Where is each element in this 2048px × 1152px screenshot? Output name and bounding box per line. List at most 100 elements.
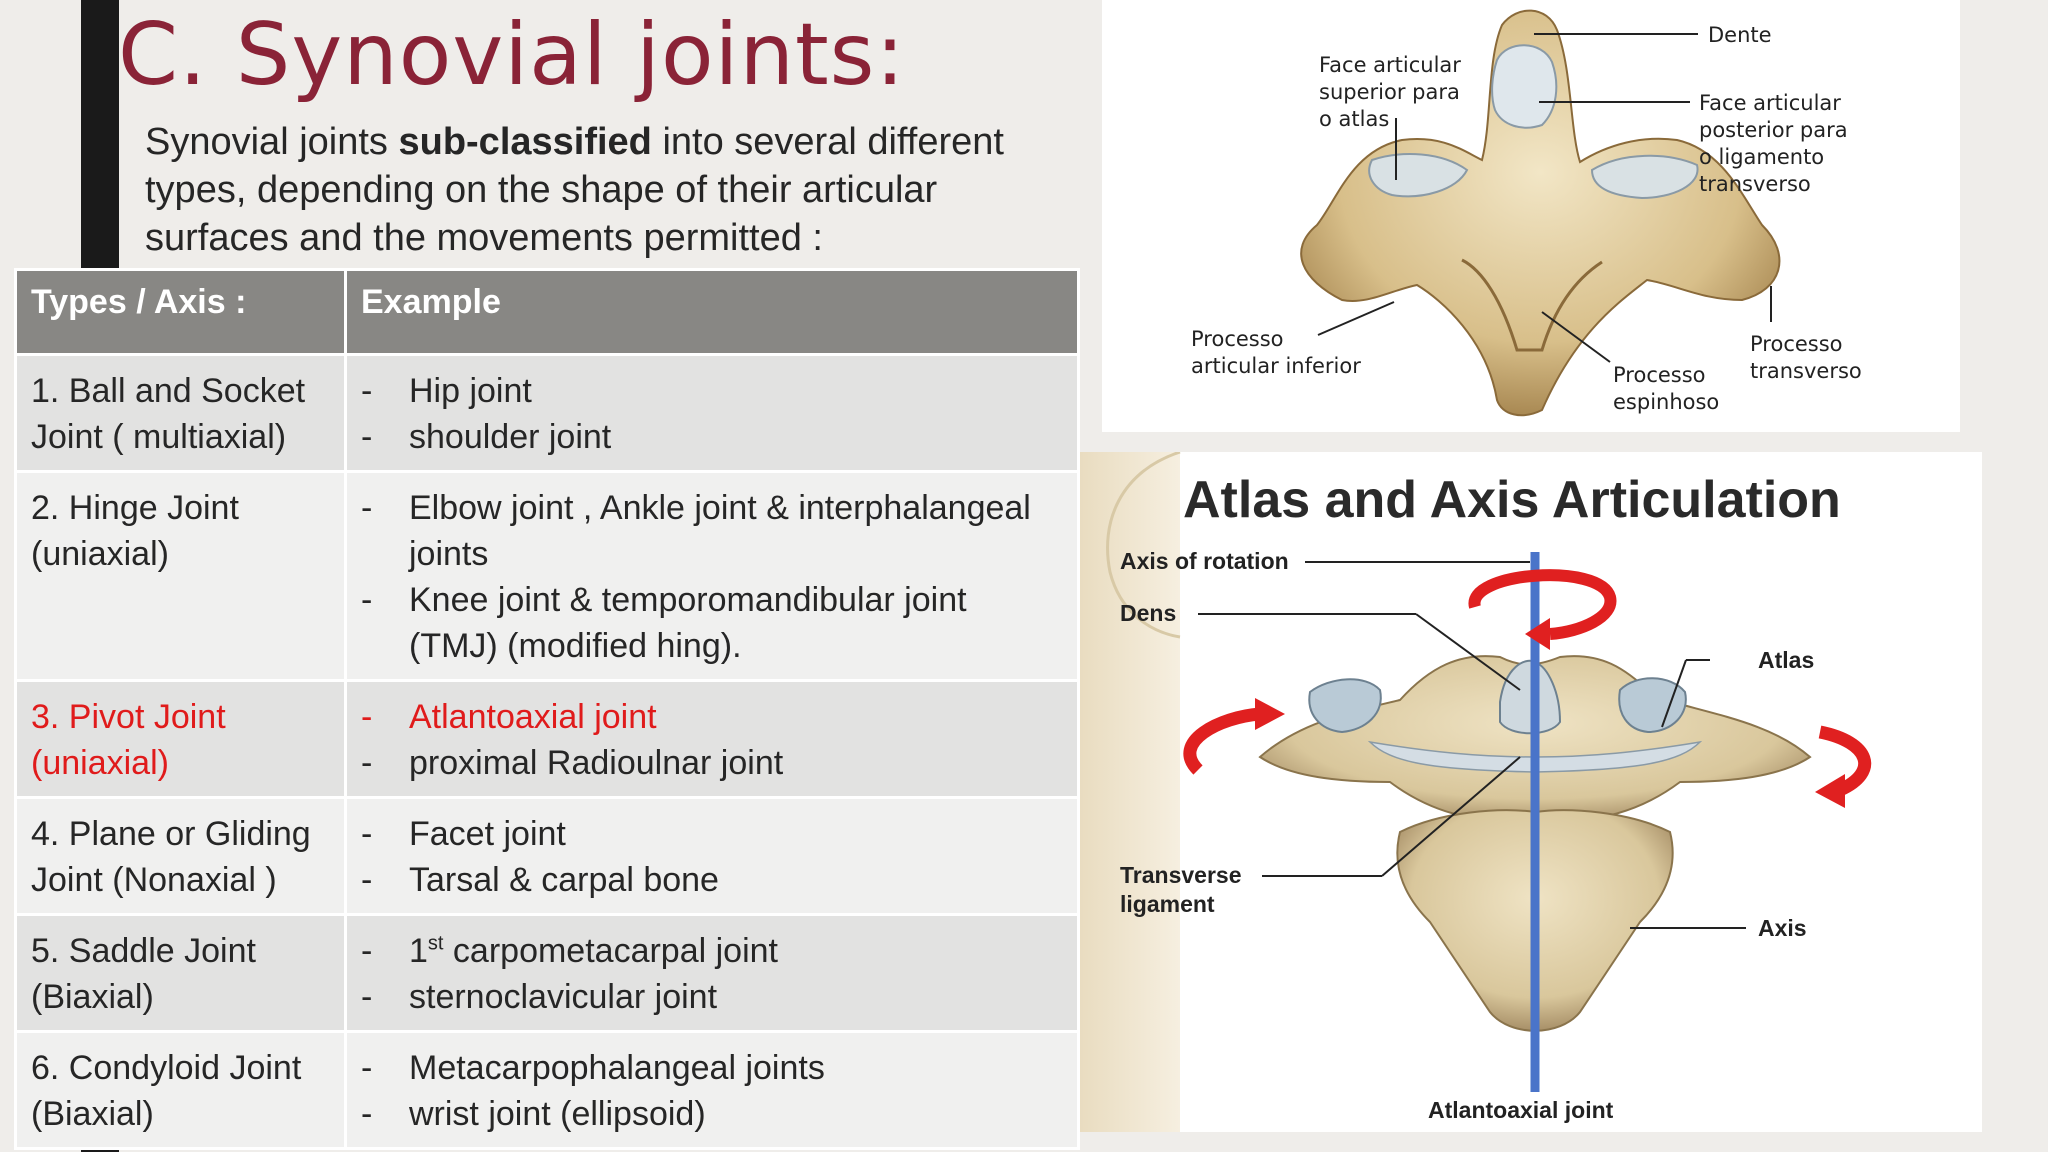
example-cell: -1st carpometacarpal joint -sternoclavic…: [344, 913, 1080, 1033]
example-text: Hip joint: [409, 372, 532, 410]
example-text: Metacarpophalangeal joints: [409, 1049, 825, 1087]
atlas-axis-drawing: Atlas and Axis Articulation: [1080, 452, 1872, 1132]
label-dens: Dens: [1120, 600, 1176, 626]
dash: -: [361, 861, 373, 899]
label-proc-esp-1: Processo: [1613, 363, 1706, 387]
example-cell: -Metacarpophalangeal joints -wrist joint…: [344, 1030, 1080, 1150]
table-row-highlighted: 3. Pivot Joint (uniaxial) -Atlantoaxial j…: [14, 679, 1080, 799]
axis-vertebra-figure: Dente Face articular superior para o atl…: [1102, 0, 1960, 432]
label-face-post-2: posterior para: [1699, 118, 1848, 142]
intro-pre: Synovial joints: [145, 121, 399, 163]
example-item: -sternoclavicular joint: [361, 974, 1063, 1020]
type-name: 1. Ball and Socket: [31, 372, 306, 410]
type-cell: 6. Condyloid Joint (Biaxial): [14, 1030, 347, 1150]
label-face-sup-1: Face articular: [1319, 53, 1461, 77]
example-text: Atlantoaxial joint: [409, 698, 657, 736]
label-transverse-2: ligament: [1120, 891, 1215, 917]
header-example: Example: [344, 268, 1080, 356]
label-transverse-1: Transverse: [1120, 862, 1241, 888]
example-item: -Elbow joint , Ankle joint & interphalan…: [361, 485, 1063, 577]
page-title: C. Synovial joints:: [118, 5, 906, 105]
type-axis: (uniaxial): [31, 535, 169, 573]
example-cell: -Hip joint -shoulder joint: [344, 353, 1080, 473]
dash: -: [361, 489, 373, 527]
atlas-leader-lines: [1198, 561, 1746, 929]
type-cell: 3. Pivot Joint (uniaxial): [14, 679, 347, 799]
intro-bold: sub-classified: [398, 121, 652, 163]
label-atlas: Atlas: [1758, 647, 1814, 673]
axis-vertebra-drawing: Dente Face articular superior para o atl…: [1191, 9, 1862, 417]
rotation-arrow-left: [1183, 698, 1285, 775]
axis-leader-lines: [1317, 33, 1772, 363]
table-row: 6. Condyloid Joint (Biaxial) -Metacarpoph…: [14, 1030, 1080, 1150]
intro-text: Synovial joints sub-classified into seve…: [145, 118, 1075, 262]
type-cell: 2. Hinge Joint(uniaxial): [14, 470, 347, 682]
dash: -: [361, 932, 373, 970]
example-text: Knee joint & temporomandibular joint (TM…: [409, 581, 967, 665]
rotation-arrow-top: [1468, 569, 1617, 650]
example-item: -Facet joint: [361, 811, 1063, 857]
accent-bar-top: [81, 0, 119, 268]
intro-post: into several different types, depending …: [145, 121, 1004, 259]
header-types: Types / Axis :: [14, 268, 347, 356]
type-axis: (Biaxial): [31, 978, 154, 1016]
example-cell: -Elbow joint , Ankle joint & interphalan…: [344, 470, 1080, 682]
example-text: proximal Radioulnar joint: [409, 744, 784, 782]
table-row: 5. Saddle Joint(Biaxial) -1st carpometac…: [14, 913, 1080, 1033]
atlas-figure-title: Atlas and Axis Articulation: [1183, 471, 1841, 529]
example-item: -Hip joint: [361, 368, 1063, 414]
label-dente: Dente: [1708, 23, 1772, 47]
label-atlantoaxial-joint: Atlantoaxial joint: [1428, 1097, 1614, 1123]
example-text: carpometacarpal joint: [443, 932, 778, 970]
example-text: sternoclavicular joint: [409, 978, 718, 1016]
example-item: -proximal Radioulnar joint: [361, 740, 1063, 786]
example-item: -Knee joint & temporomandibular joint (T…: [361, 577, 1063, 669]
label-face-sup-3: o atlas: [1319, 107, 1389, 131]
label-proc-esp-2: espinhoso: [1613, 390, 1719, 414]
example-item-highlighted: -Atlantoaxial joint: [361, 694, 1063, 740]
dash: -: [361, 744, 373, 782]
example-text: Facet joint: [409, 815, 566, 853]
side-panel: [1080, 452, 1180, 1132]
rotation-arrow-right: [1815, 725, 1872, 808]
example-text: shoulder joint: [409, 418, 612, 456]
type-axis: Joint ( multiaxial): [31, 418, 287, 456]
type-axis: (Biaxial): [31, 1095, 154, 1133]
dash: -: [361, 1095, 373, 1133]
side-panel-curve: [1106, 452, 1181, 639]
table-row: 2. Hinge Joint(uniaxial) -Elbow joint , …: [14, 470, 1080, 682]
type-axis: (uniaxial): [31, 744, 169, 782]
label-proc-inf-2: articular inferior: [1191, 354, 1361, 378]
type-name: 6. Condyloid Joint: [31, 1049, 302, 1087]
dash: -: [361, 815, 373, 853]
label-proc-trans-2: transverso: [1750, 359, 1862, 383]
dash: -: [361, 978, 373, 1016]
dash: -: [361, 1049, 373, 1087]
label-axis: Axis: [1758, 915, 1807, 941]
type-name: 4. Plane or Gliding: [31, 815, 311, 853]
label-proc-inf-1: Processo: [1191, 327, 1284, 351]
type-axis: Joint (Nonaxial ): [31, 861, 277, 899]
label-face-post-4: transverso: [1699, 172, 1811, 196]
joint-types-table: Types / Axis : Example 1. Ball and Socke…: [14, 268, 1080, 1150]
example-item: -Tarsal & carpal bone: [361, 857, 1063, 903]
example-item: -wrist joint (ellipsoid): [361, 1091, 1063, 1137]
example-cell: -Atlantoaxial joint -proximal Radioulnar…: [344, 679, 1080, 799]
dash: -: [361, 372, 373, 410]
table-header-row: Types / Axis : Example: [14, 268, 1080, 356]
example-cell: -Facet joint -Tarsal & carpal bone: [344, 796, 1080, 916]
axis-vertebra-bone: [1300, 9, 1781, 417]
dash: -: [361, 698, 373, 736]
type-name: 3. Pivot Joint: [31, 698, 226, 736]
label-proc-trans-1: Processo: [1750, 332, 1843, 356]
example-text: wrist joint (ellipsoid): [409, 1095, 706, 1133]
atlas-axis-figure: Atlas and Axis Articulation: [1080, 452, 1982, 1132]
label-face-post-3: o ligamento: [1699, 145, 1824, 169]
example-text: Elbow joint , Ankle joint & interphalang…: [409, 489, 1031, 573]
example-item: -shoulder joint: [361, 414, 1063, 460]
label-face-post-1: Face articular: [1699, 91, 1841, 115]
label-face-sup-2: superior para: [1319, 80, 1460, 104]
